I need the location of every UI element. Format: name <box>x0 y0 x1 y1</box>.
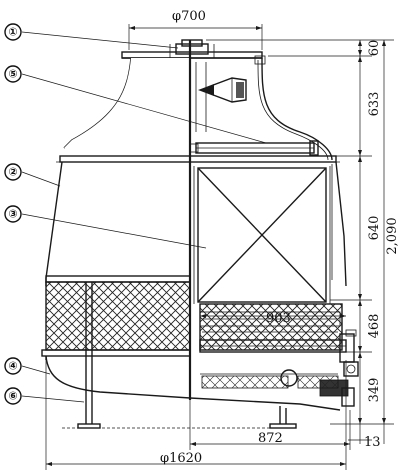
shell-rim <box>56 155 340 163</box>
dim-total-height: 2,090 <box>385 217 400 254</box>
air-inlet-louver-left <box>45 281 191 351</box>
dim-middle-section: 640 <box>367 216 382 241</box>
shell-base-flange <box>45 275 191 283</box>
dim-inner-width: 903 <box>266 311 291 326</box>
upper-shroud <box>63 57 333 161</box>
dim-fill-section: 468 <box>367 314 382 339</box>
support-legs <box>62 282 297 429</box>
callout-3: ③ <box>4 205 22 223</box>
distribution-pipe <box>189 140 319 156</box>
dim-top-diameter: φ700 <box>172 9 206 24</box>
dim-leg-span: 872 <box>258 431 283 446</box>
top-cap <box>121 39 266 65</box>
dimension-lines <box>45 24 394 470</box>
callout-4: ④ <box>4 357 22 375</box>
callout-2: ② <box>4 163 22 181</box>
callout-3-label: ③ <box>8 208 17 221</box>
callout-5-label: ⑤ <box>8 68 17 81</box>
fill-block <box>193 166 331 304</box>
callout-1-label: ① <box>8 26 17 39</box>
dim-bottom-offset: 13 <box>364 435 381 450</box>
middle-shell <box>45 161 347 287</box>
dim-upper-section: 633 <box>367 92 382 117</box>
dim-top-height: 60 <box>367 40 382 57</box>
air-inlet-louver-right <box>199 303 343 351</box>
callout-4-label: ④ <box>8 360 17 373</box>
water-basin <box>41 349 341 411</box>
dim-base-diameter: φ1620 <box>160 451 202 466</box>
callout-6: ⑥ <box>4 387 22 405</box>
callout-5: ⑤ <box>4 65 22 83</box>
basin-piping <box>199 329 359 407</box>
dim-basin-section: 349 <box>367 378 382 403</box>
fan-motor <box>195 62 247 132</box>
leader-lines <box>21 31 267 403</box>
callout-6-label: ⑥ <box>8 390 17 403</box>
callout-2-label: ② <box>8 166 17 179</box>
callout-1: ① <box>4 23 22 41</box>
